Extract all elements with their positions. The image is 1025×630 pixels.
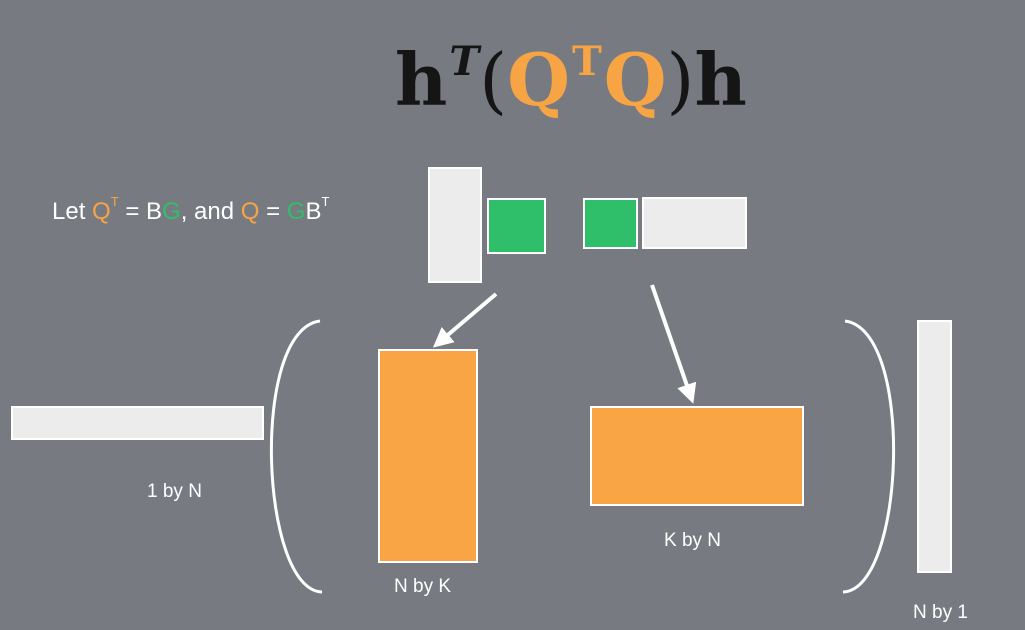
let-g1: G [162,198,181,225]
label-right-matrix: K by N [664,530,722,551]
label-row-vector: 1 by N [147,481,202,502]
let-b2: B [305,198,322,225]
arrow-left [432,292,498,348]
arrow-right [650,284,697,404]
let-middle: , and [180,198,241,225]
open-parenthesis [270,319,323,594]
formula-q2: Q [603,37,667,122]
matrix-qt-k-by-n [590,406,804,506]
let-prefix: Let [52,198,93,225]
b-matrix-block [428,167,482,283]
formula-h-left: h [395,37,448,122]
close-parenthesis [842,319,895,594]
formula-open-paren: ( [479,38,508,122]
formula-close-paren: ) [666,38,695,122]
column-vector-h [917,320,952,573]
label-column-vector: N by 1 [913,602,968,623]
row-vector-h-transpose [11,406,264,440]
label-left-matrix: N by K [394,576,452,597]
g-matrix-block-right [583,198,638,249]
formula-q1: Q [507,37,570,122]
formula-title: hT(QTQ)h [395,30,747,130]
let-statement: Let QT = BG, and Q = GBT [52,194,329,226]
let-q1: Q [92,198,111,225]
let-q2: Q [240,198,260,225]
let-g2: G [286,198,306,225]
bt-matrix-block [642,197,747,249]
formula-sup-t-italic: T [449,38,480,85]
formula-sup-t: T [571,38,602,85]
let-sup2: T [321,194,330,209]
formula-h-right: h [694,37,747,122]
let-eq1: = B [118,198,163,225]
g-matrix-block-left [487,198,546,254]
matrix-q-n-by-k [378,349,478,563]
let-sup1: T [110,194,119,209]
let-eq2: = [259,198,287,225]
